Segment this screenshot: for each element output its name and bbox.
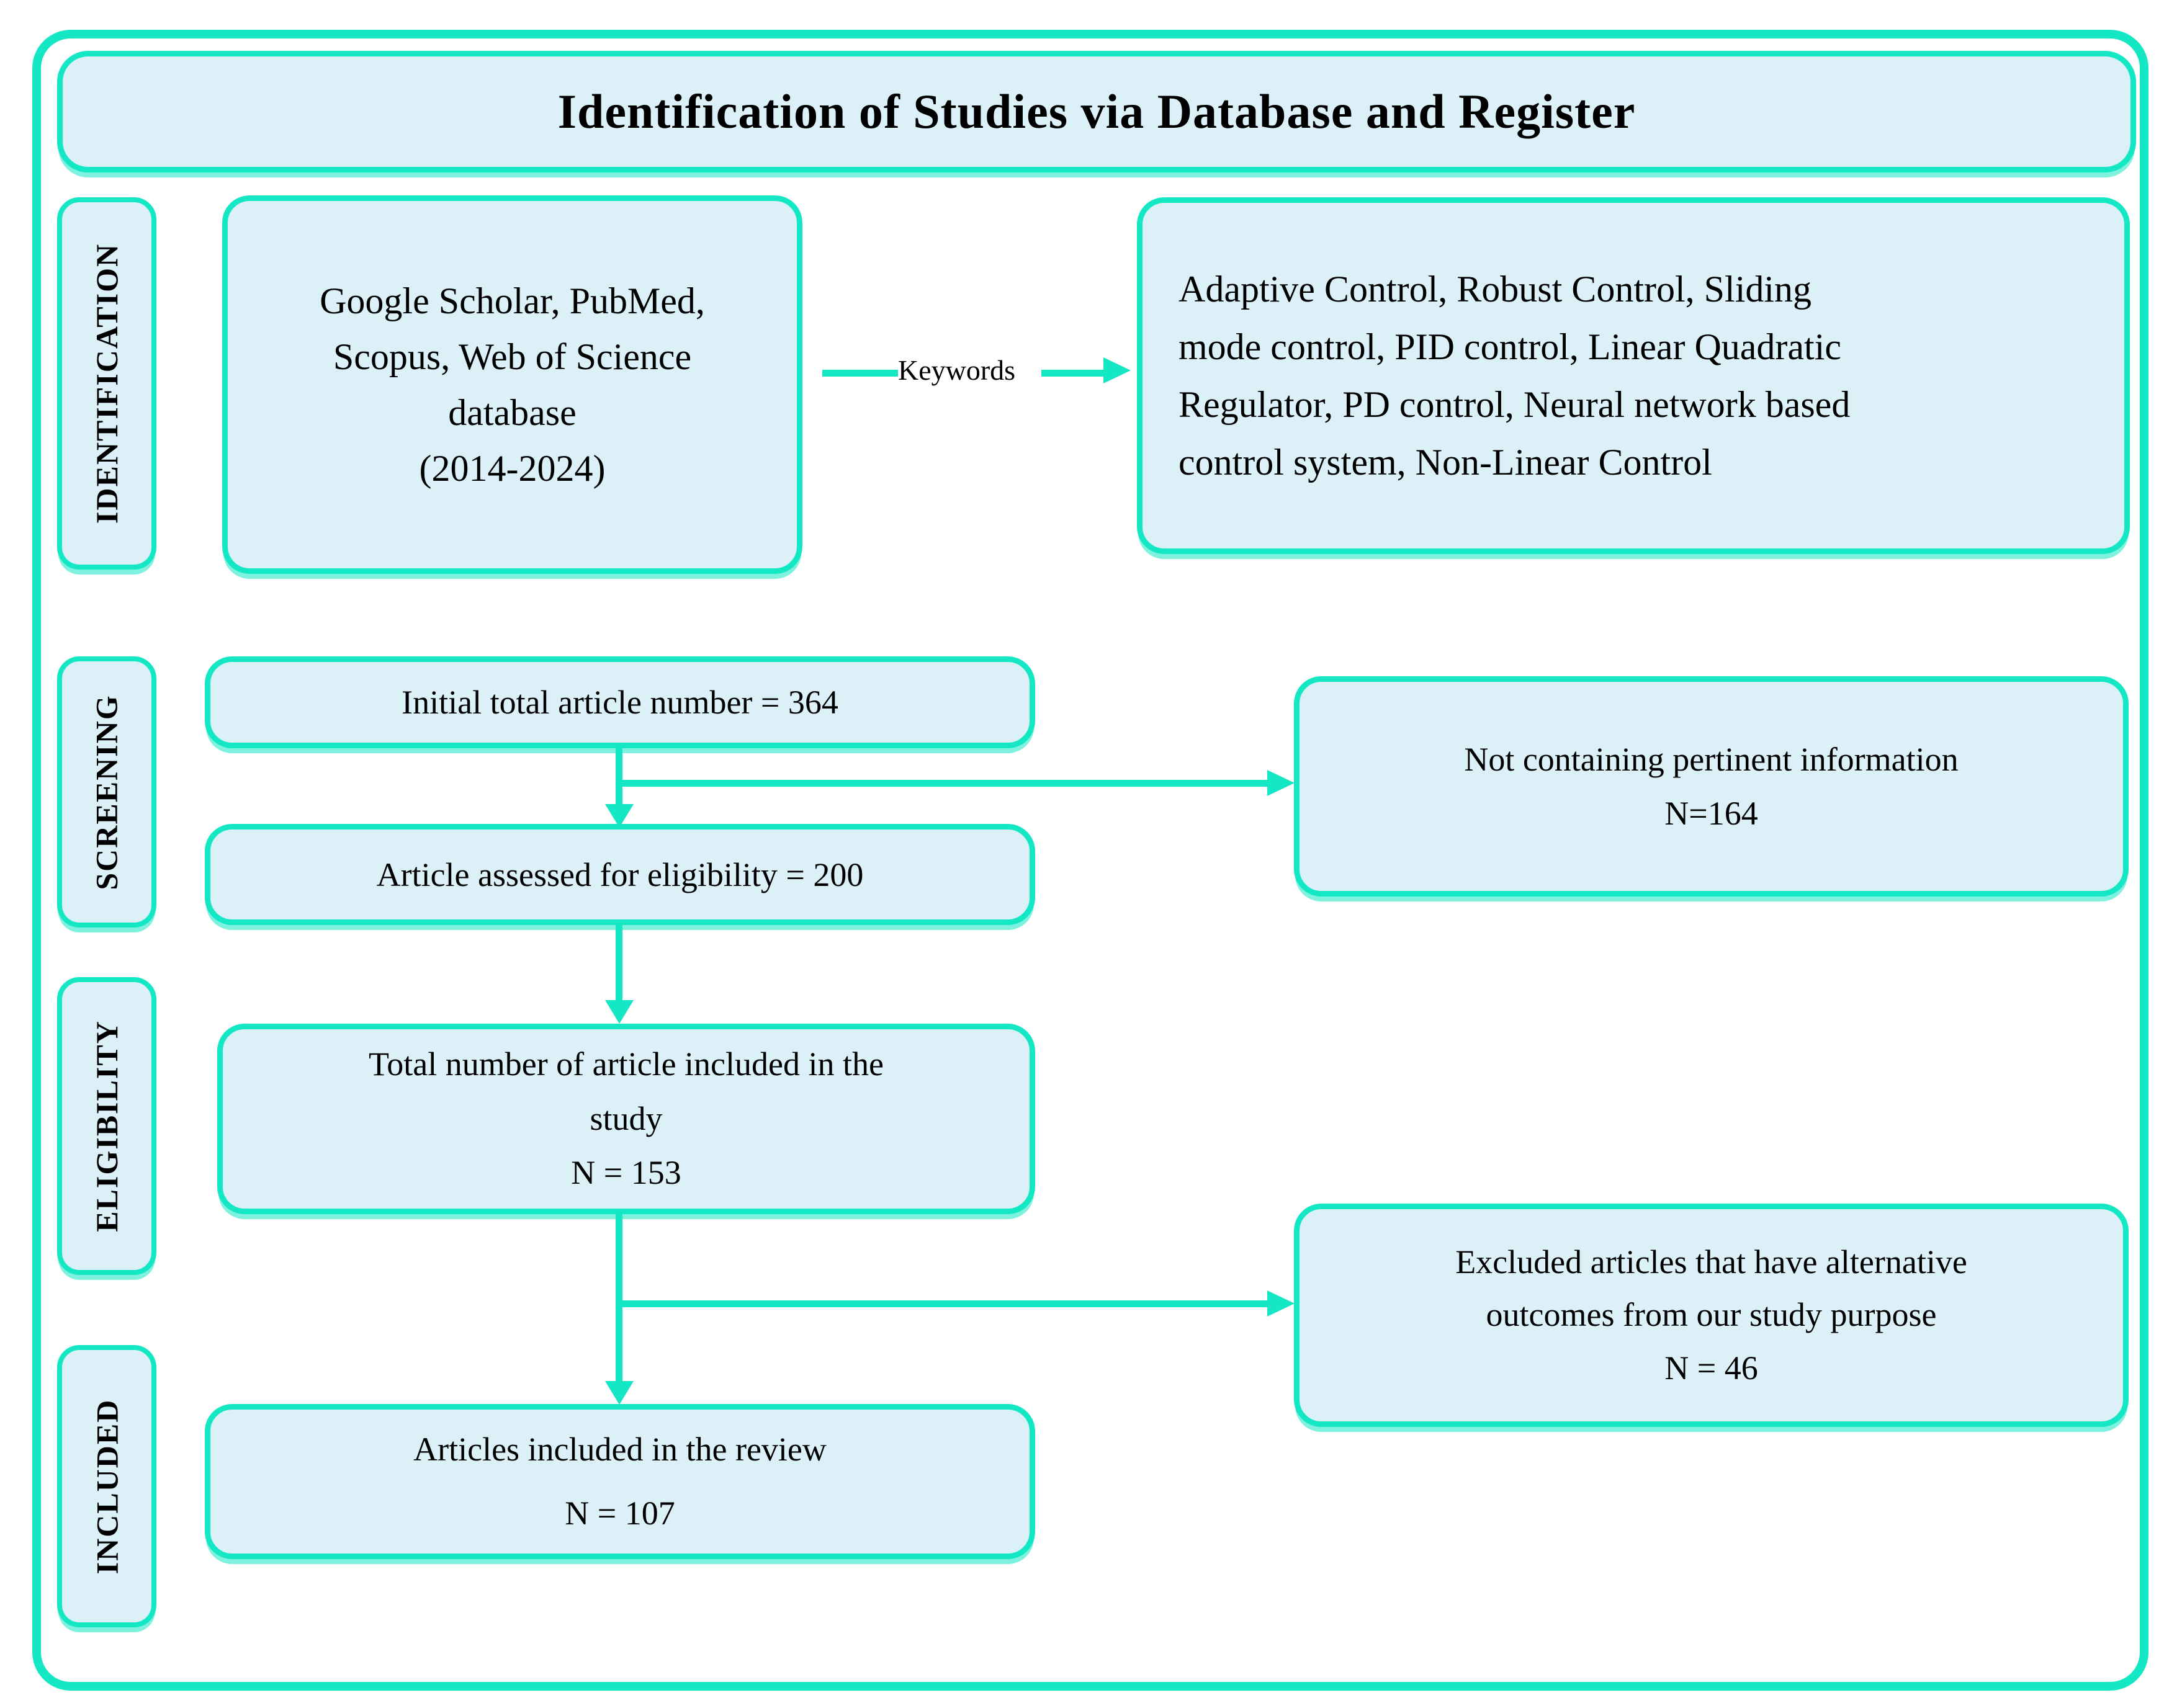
not-pertinent-box-text: Not containing pertinent information N=1… — [1464, 741, 1959, 832]
stage-identification: IDENTIFICATION — [57, 197, 156, 570]
stage-identification-label: IDENTIFICATION — [89, 243, 124, 524]
assessed-box-text: Article assessed for eligibility = 200 — [376, 856, 864, 893]
diagram-title: Identification of Studies via Database a… — [557, 84, 1636, 138]
keywords-arrow-label: Keywords — [898, 354, 1016, 386]
arrow-initial-to-assessed-head-icon — [605, 804, 634, 828]
stage-screening-label: SCREENING — [89, 694, 125, 890]
arrow-initial-to-assessed-line — [616, 747, 622, 807]
databases-box: Google Scholar, PubMed, Scopus, Web of S… — [222, 195, 802, 574]
stage-eligibility-label: ELIGIBILITY — [89, 1020, 124, 1232]
arrow-branch-to-excluded-line — [619, 1300, 1269, 1307]
arrow-branch-to-not-pertinent-line — [619, 780, 1269, 787]
arrow-branch-to-not-pertinent-head-icon — [1267, 770, 1295, 796]
review-box-text: Articles included in the review N = 107 — [413, 1431, 827, 1532]
assessed-box: Article assessed for eligibility = 200 — [205, 824, 1035, 925]
stage-eligibility: ELIGIBILITY — [57, 977, 156, 1275]
excluded-box: Excluded articles that have alternative … — [1294, 1204, 2129, 1427]
stage-included: INCLUDED — [57, 1345, 156, 1627]
arrow-assessed-to-included-head-icon — [605, 1000, 634, 1024]
review-box: Articles included in the review N = 107 — [205, 1404, 1035, 1559]
databases-box-text: Google Scholar, PubMed, Scopus, Web of S… — [320, 280, 705, 489]
keywords-result-box: Adaptive Control, Robust Control, Slidin… — [1137, 197, 2130, 554]
initial-articles-box-text: Initial total article number = 364 — [402, 684, 838, 721]
included-study-box: Total number of article included in the … — [217, 1024, 1035, 1214]
keywords-arrowhead-icon — [1103, 357, 1131, 383]
keywords-arrow-line-right — [1041, 370, 1103, 377]
not-pertinent-box: Not containing pertinent information N=1… — [1294, 676, 2129, 896]
stage-screening: SCREENING — [57, 656, 156, 928]
arrow-included-to-review-line — [616, 1213, 622, 1383]
keywords-arrow-line-left — [822, 370, 898, 377]
stage-included-label: INCLUDED — [89, 1398, 125, 1574]
excluded-box-text: Excluded articles that have alternative … — [1455, 1243, 1967, 1387]
arrow-branch-to-excluded-head-icon — [1267, 1290, 1295, 1317]
initial-articles-box: Initial total article number = 364 — [205, 656, 1035, 748]
arrow-assessed-to-included-line — [616, 924, 622, 1002]
arrow-included-to-review-head-icon — [605, 1381, 634, 1405]
keywords-result-box-text: Adaptive Control, Robust Control, Slidin… — [1179, 268, 1851, 483]
included-study-box-text: Total number of article included in the … — [369, 1045, 884, 1192]
diagram-title-box: Identification of Studies via Database a… — [57, 51, 2136, 172]
